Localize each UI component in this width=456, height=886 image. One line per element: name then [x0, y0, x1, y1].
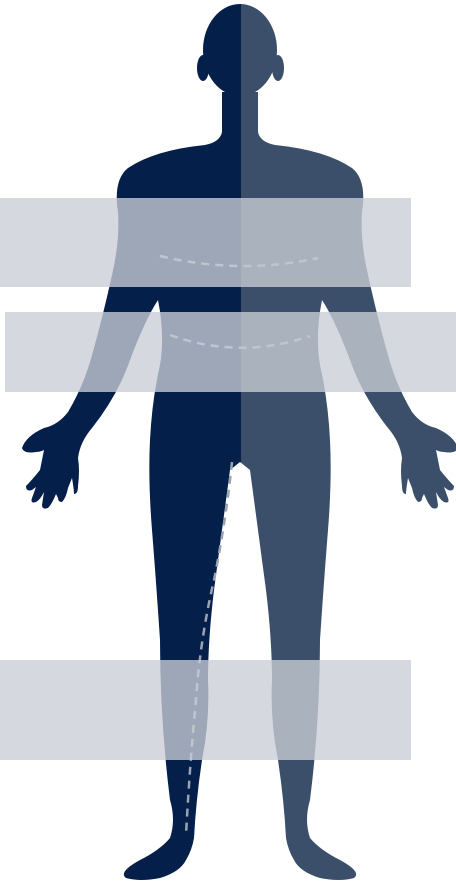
leg-band	[0, 660, 411, 760]
waist-band	[5, 312, 456, 392]
chest-band	[0, 198, 411, 287]
